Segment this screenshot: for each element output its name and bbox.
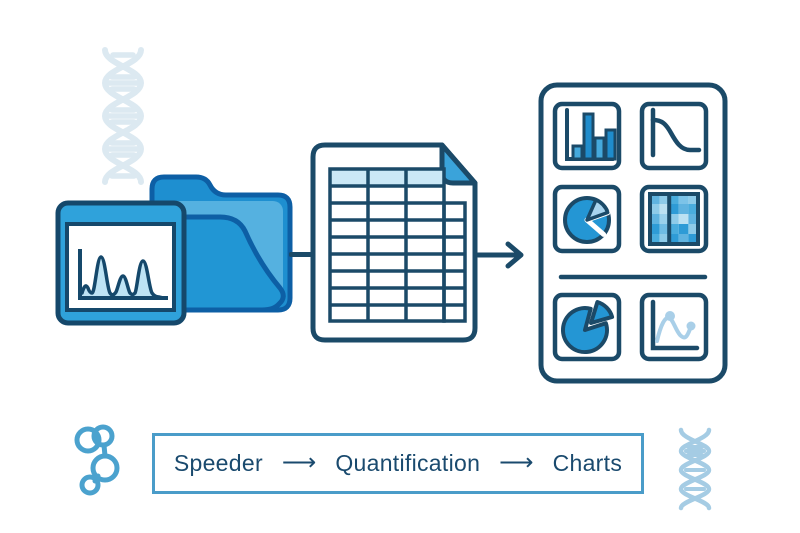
dna-helix-icon — [678, 427, 712, 511]
table-header-row — [330, 169, 444, 186]
document-fold-corner — [439, 142, 478, 186]
molecule-icon — [74, 424, 120, 496]
exploded-pie-chart-icon — [552, 292, 622, 362]
table-grid — [328, 167, 467, 323]
heatmap-icon — [639, 184, 709, 254]
dna-helix-watermark-icon — [101, 47, 145, 185]
chromatogram-axes — [78, 249, 168, 300]
connector-line — [289, 252, 312, 257]
line-dot-chart-icon — [639, 292, 709, 362]
workflow-arrow-icon: ⟶ — [499, 448, 534, 476]
bar-chart-icon — [552, 101, 622, 171]
workflow-label-box: Speeder ⟶ Quantification ⟶ Charts — [152, 433, 644, 494]
chromatogram-window-icon — [55, 200, 187, 326]
chromatogram-line — [80, 255, 165, 300]
charts-panel-icon — [538, 82, 728, 384]
workflow-step-charts: Charts — [552, 450, 623, 476]
workflow-arrow-icon: ⟶ — [281, 448, 317, 476]
pie-chart-icon — [552, 184, 622, 254]
document-sheet — [310, 142, 478, 343]
workflow-step-speeder: Speeder — [173, 450, 263, 476]
spreadsheet-document-icon — [310, 142, 478, 343]
workflow-step-quantification: Quantification — [335, 450, 481, 476]
right-arrow-icon — [475, 241, 524, 269]
decay-curve-icon — [639, 101, 709, 171]
